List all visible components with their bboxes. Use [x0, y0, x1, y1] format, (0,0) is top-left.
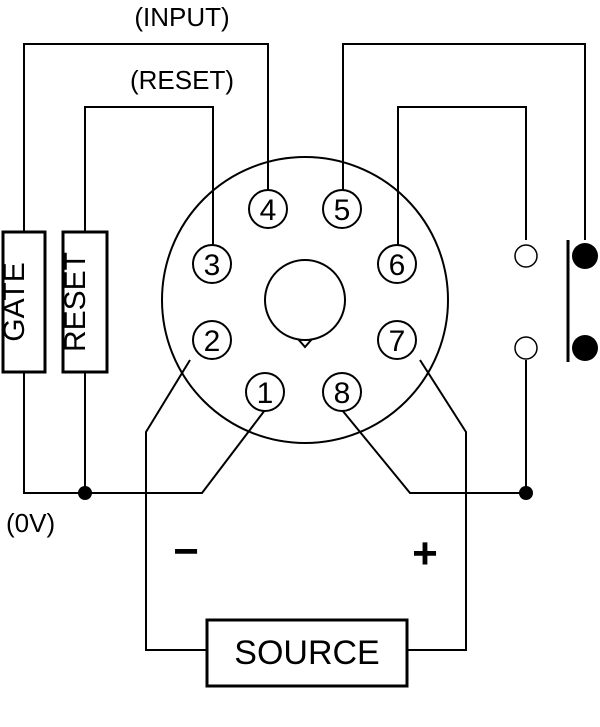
source-box-label: SOURCE: [234, 634, 379, 672]
wire-zero-v-pin1: [23, 372, 266, 494]
pin-4-label: 4: [260, 194, 277, 227]
gate-box: GATE: [0, 230, 47, 374]
pin-2: 2: [192, 320, 232, 360]
pin-5-label: 5: [334, 194, 351, 227]
plus-label: +: [412, 529, 438, 578]
pin-8-label: 8: [334, 377, 351, 410]
junction-ground-left: [78, 486, 92, 500]
pin-8: 8: [322, 372, 362, 412]
pin-3: 3: [192, 244, 232, 284]
wire-reset-pin3: [84, 106, 214, 245]
contact-open-bottom: [514, 336, 538, 360]
wire-pin5-contact: [342, 43, 586, 240]
pin-6: 6: [377, 244, 417, 284]
reset-box-label: RESET: [59, 252, 92, 352]
minus-label: −: [173, 527, 199, 576]
reset-label: (RESET): [130, 65, 234, 95]
contact-closed-top: [572, 243, 598, 269]
socket-key-notch: [297, 338, 313, 349]
octal-socket: [161, 156, 449, 444]
pin-2-label: 2: [204, 325, 221, 358]
pin-3-label: 3: [204, 249, 221, 282]
wire-pin7-source-plus: [407, 359, 467, 651]
wires: [23, 43, 586, 651]
pin-7: 7: [377, 320, 417, 360]
socket-outline: [161, 156, 449, 444]
pin-7-label: 7: [389, 325, 406, 358]
wire-input-pin4: [23, 43, 269, 232]
pin-1-label: 1: [257, 377, 274, 410]
socket-center-hole: [264, 259, 346, 341]
input-label: (INPUT): [134, 2, 229, 32]
pin-1: 1: [245, 372, 285, 412]
wire-pin2-source-minus: [145, 359, 207, 651]
relay-contacts: [514, 243, 598, 361]
contact-closed-bottom: [572, 335, 598, 361]
pin-5: 5: [322, 189, 362, 229]
source-box: SOURCE: [205, 618, 409, 688]
junction-ground-right: [519, 486, 533, 500]
wire-pin6-contact: [397, 106, 527, 245]
pin-6-label: 6: [389, 249, 406, 282]
contact-open-top: [514, 244, 538, 268]
reset-box: RESET: [59, 230, 109, 374]
zero-v-label: (0V): [6, 508, 55, 538]
gate-box-label: GATE: [0, 262, 31, 341]
pin-4: 4: [248, 189, 288, 229]
pins: 1 2 3 4 5 6 7 8: [192, 189, 417, 412]
wire-contact-pin8: [341, 360, 527, 494]
